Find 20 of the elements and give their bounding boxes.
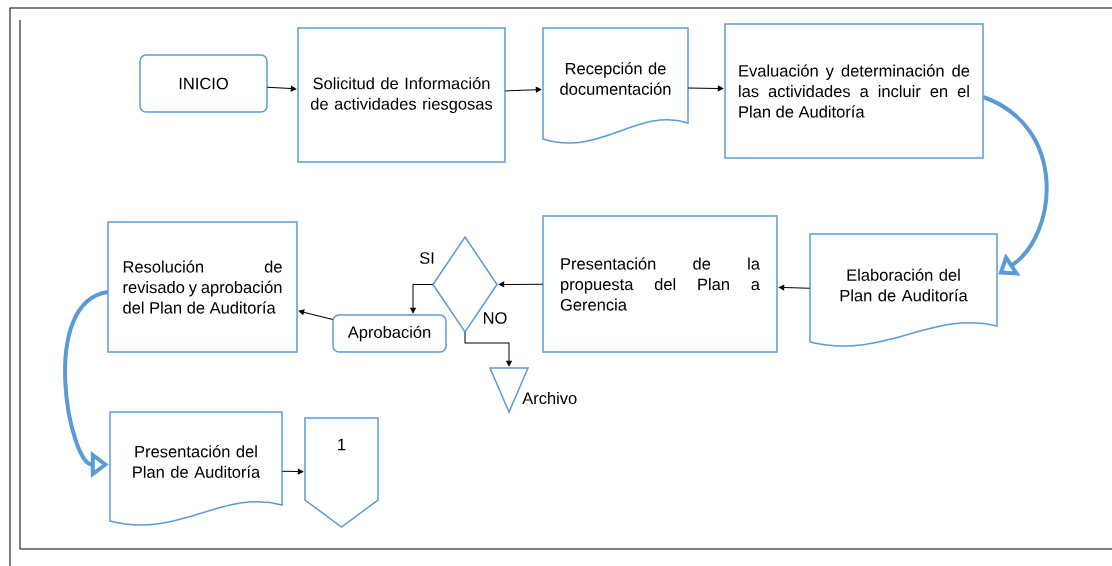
process-box: Evaluación y determinación de las actividades a incluir en el Plan de Auditoría: [724, 23, 984, 159]
beside-label: Archivo: [522, 391, 577, 405]
arrow: [464, 331, 512, 367]
arrow: [982, 95, 1049, 276]
arrow: [778, 284, 811, 291]
arrow: [687, 85, 724, 92]
arrow: [504, 86, 542, 93]
arrow: [266, 85, 297, 92]
edge-label: NO: [481, 311, 509, 325]
terminal-box: INICIO: [139, 54, 268, 113]
edge-label: SI: [418, 251, 436, 265]
arrow: [281, 468, 304, 475]
arrow: [298, 309, 334, 320]
arrow: [498, 281, 544, 288]
off-page-connector: 1: [304, 417, 379, 528]
process-box: Resolución de revisado y aprobación del Plan de Auditoría: [107, 221, 298, 353]
process-box: Presentación de la propuesta del Plan a Gerencia: [542, 215, 778, 353]
process-box: Solicitud de Información de actividades riesgosas: [297, 27, 506, 163]
terminal-box: Aprobación: [332, 314, 447, 353]
arrow: [410, 284, 434, 314]
